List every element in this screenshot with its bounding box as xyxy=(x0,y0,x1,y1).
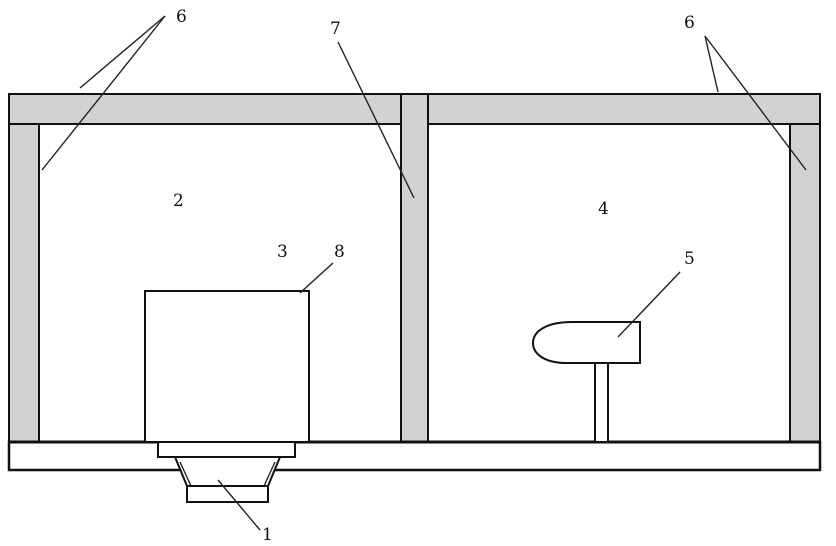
label-6-right: 6 xyxy=(684,13,695,33)
label-3: 3 xyxy=(277,242,288,262)
leader-7 xyxy=(337,41,415,199)
label-6-left: 6 xyxy=(176,7,187,27)
leader-8 xyxy=(299,262,334,294)
label-5: 5 xyxy=(684,249,695,269)
microphone-stand xyxy=(594,362,609,443)
microphone-body xyxy=(531,321,641,364)
partition-wall xyxy=(400,93,429,443)
label-4: 4 xyxy=(598,199,609,219)
ceiling-slab-right xyxy=(427,93,821,125)
leader-1 xyxy=(217,479,261,531)
label-2: 2 xyxy=(173,191,184,211)
speaker-flare-inner-right xyxy=(263,461,276,487)
left-wall xyxy=(8,123,40,443)
right-wall xyxy=(789,123,821,443)
leader-6-right-a xyxy=(704,35,719,93)
label-1: 1 xyxy=(262,525,273,545)
floor-slab xyxy=(7,440,822,472)
noise-source-box xyxy=(144,290,310,443)
speaker-flare xyxy=(173,456,282,487)
ceiling-slab-left xyxy=(8,93,402,125)
leader-6-right-b xyxy=(704,35,807,171)
leader-6-left-a xyxy=(79,15,166,89)
speaker-base xyxy=(186,485,269,503)
leader-6-left-b xyxy=(41,15,166,171)
label-8: 8 xyxy=(334,242,345,262)
label-7: 7 xyxy=(330,19,341,39)
leader-5 xyxy=(617,271,681,338)
mounting-plate xyxy=(157,441,296,458)
speaker-flare-inner-left xyxy=(179,461,192,487)
